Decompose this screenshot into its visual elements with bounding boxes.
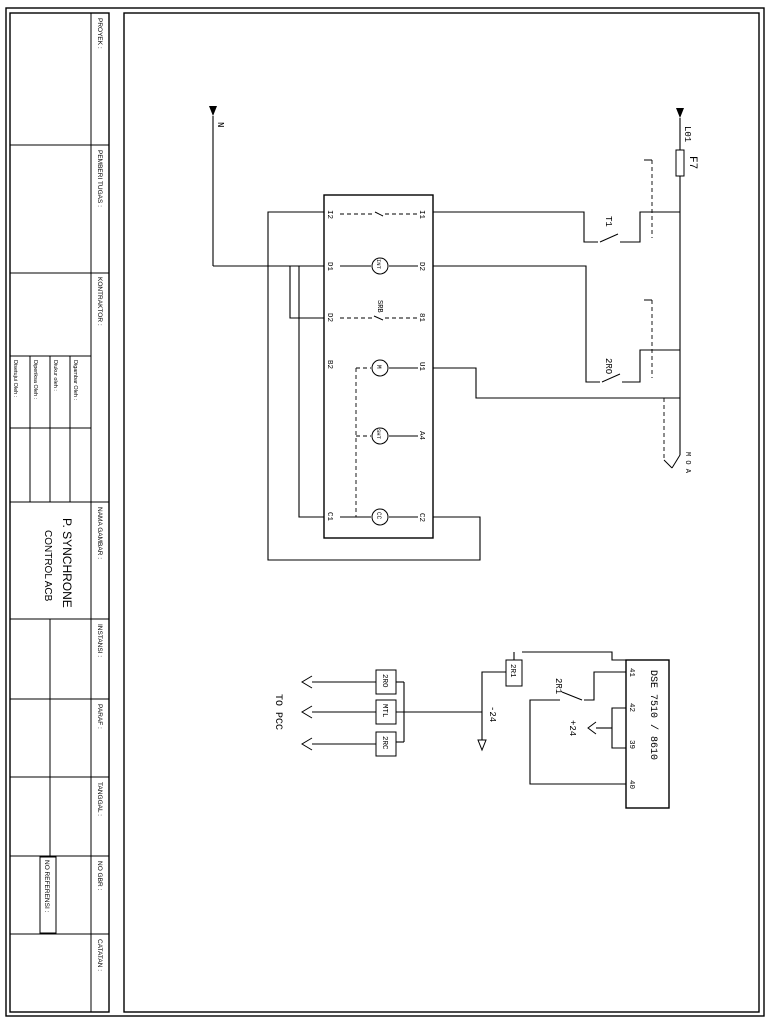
acb-frame — [323, 194, 434, 539]
label-2ro-contact: 2RO — [603, 358, 613, 374]
acb-right-term-5: A4 — [417, 431, 425, 441]
label-diukur: Diukur oleh : — [52, 360, 58, 391]
arrow-l01 — [676, 108, 684, 118]
label-paraf: PARAF : — [96, 704, 103, 729]
coil-m — [371, 359, 389, 377]
label-nama-gambar: NAMA GAMBAR : — [96, 507, 103, 559]
coil-cc-label: CC — [375, 512, 382, 520]
arrow-minus24 — [477, 739, 487, 752]
coil-cc — [371, 508, 389, 526]
dse-pin-39: 39 — [627, 740, 635, 749]
acb-left-term-5: C1 — [325, 512, 333, 522]
label-catatan: CATATAN : — [96, 939, 103, 971]
pcc-coil-mtl-label: MTL — [380, 704, 388, 718]
acb-left-term-4: B2 — [325, 360, 333, 369]
arrow-n — [209, 106, 217, 116]
acb-right-term-6: C2 — [417, 513, 425, 522]
label-2r1-relay: 2R1 — [508, 664, 516, 678]
label-instansi: INSTANSI : — [96, 624, 103, 657]
label-proyek: PROYEK : — [96, 18, 103, 49]
dse-pin-41: 41 — [627, 668, 635, 678]
pcc-coil-2rc-label: 2RC — [380, 736, 388, 750]
pcc-arrow-3 — [301, 737, 313, 751]
acb-right-term-4: U1 — [417, 362, 425, 372]
fuse-f7 — [675, 149, 685, 177]
label-disetujui: Disetujui Oleh : — [12, 360, 18, 398]
dse-pin-42: 42 — [627, 703, 635, 712]
label-tanggal: TANGGAL : — [96, 782, 103, 816]
label-n: N — [215, 122, 225, 127]
label-digambar: Digambar Oleh : — [72, 360, 78, 401]
coil-int-label: INT — [375, 259, 382, 270]
coil-sht-label: SHT — [375, 429, 382, 440]
title-block-frame — [9, 12, 110, 1013]
label-2r1-contact: 2R1 — [553, 678, 563, 694]
drawing-name-line2: CONTROL ACB — [42, 530, 53, 602]
label-f7: F7 — [686, 156, 698, 169]
acb-right-term-1: I1 — [417, 210, 425, 220]
acb-left-term-2: D1 — [325, 262, 333, 272]
dse-controller — [625, 659, 670, 809]
label-no-referensi: NO REFERENSI : — [43, 860, 50, 913]
label-kontraktor: KONTRAKTOR : — [96, 277, 103, 326]
srb-label: SRB — [375, 300, 383, 313]
acb-right-term-2: D2 — [417, 262, 425, 271]
dse-pin-40: 40 — [627, 780, 635, 790]
acb-left-term-3: D2 — [325, 313, 333, 322]
label-minus24: -24 — [487, 706, 497, 722]
label-no-gbr: NO GBR : — [96, 861, 103, 890]
coil-m-label: M — [375, 365, 382, 369]
acb-right-term-3: 81 — [417, 313, 425, 323]
drawing-frame — [123, 12, 760, 1013]
coil-sht — [371, 427, 389, 445]
label-l01: L01 — [682, 126, 692, 142]
label-to-pcc: TO PCC — [272, 694, 283, 730]
acb-circuit: N L01 F7 I2 D1 D2 B2 C1 I1 D2 81 U1 A4 C… — [209, 106, 698, 561]
pcc-arrow-2 — [301, 705, 313, 719]
coil-int — [371, 257, 389, 275]
label-t1: T1 — [603, 216, 613, 227]
title-block: PROYEK : PEMBERI TUGAS : KONTRAKTOR : Di… — [10, 13, 109, 1012]
pcc-arrow-1 — [301, 675, 313, 689]
control-circuit: DSE 7510 / 8610 41 42 39 40 2R1 2R1 -24 … — [272, 651, 670, 809]
acb-left-term-1: I2 — [325, 210, 333, 219]
dse-label: DSE 7510 / 8610 — [647, 670, 659, 760]
label-plus24: +24 — [567, 720, 577, 736]
outer-border — [5, 7, 765, 1017]
label-selector: M O A — [683, 452, 691, 474]
drawing-name-line1: P. SYNCHRONE — [60, 518, 74, 608]
label-pemberi-tugas: PEMBERI TUGAS : — [96, 150, 103, 207]
label-diperiksa: Diperiksa Oleh : — [32, 360, 38, 400]
pcc-coil-2ro-label: 2RO — [380, 674, 388, 688]
